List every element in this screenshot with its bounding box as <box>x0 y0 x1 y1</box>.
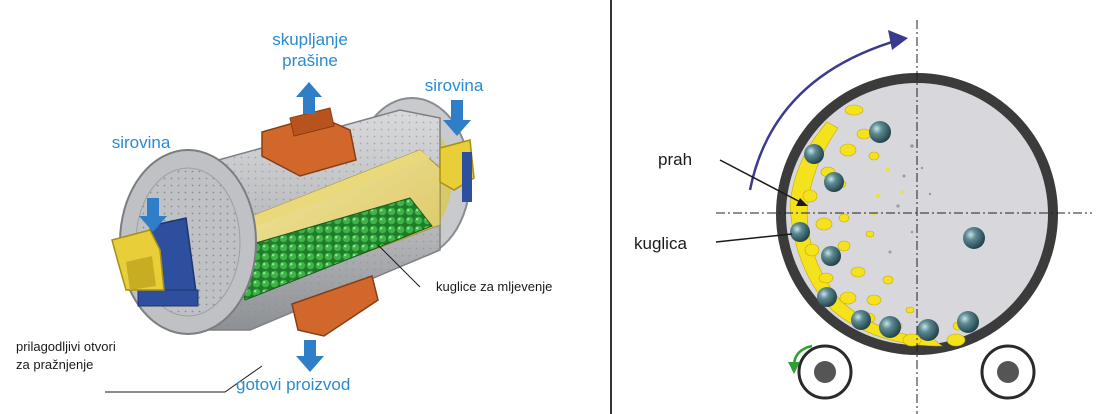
label-dust-line2: prašine <box>282 51 338 70</box>
label-ball: kuglica <box>634 234 687 253</box>
label-feed-left: sirovina <box>112 133 171 152</box>
label-finished-product: gotovi proizvod <box>236 375 350 394</box>
dust-up-arrow <box>296 82 322 114</box>
support-wheel-left <box>799 346 851 398</box>
label-openings-line1: prilagodljivi otvori <box>16 339 116 354</box>
label-dust-line1: skupljanje <box>272 30 348 49</box>
label-grinding-balls: kuglice za mljevenje <box>436 279 552 294</box>
product-down-arrow <box>296 340 324 372</box>
label-openings-line2: za pražnjenje <box>16 357 93 372</box>
label-feed-right: sirovina <box>425 76 484 95</box>
label-powder: prah <box>658 150 692 169</box>
mill-cross-section-diagram: prah kuglica <box>612 0 1113 414</box>
mill-cross-section-panel: prah kuglica <box>612 0 1113 414</box>
ball-mill-cutaway-panel: skupljanje prašine sirovina sirovina kug… <box>0 0 612 414</box>
ball-mill-cutaway-illustration: skupljanje prašine sirovina sirovina kug… <box>0 0 610 414</box>
support-wheel-right <box>982 346 1034 398</box>
